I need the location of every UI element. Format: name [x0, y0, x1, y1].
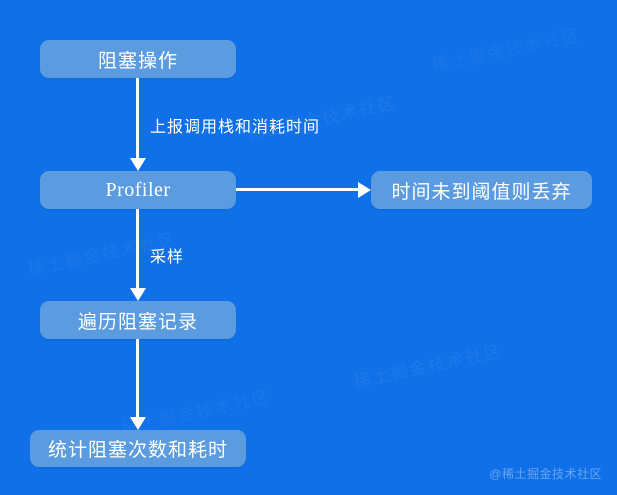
arrowhead-down-icon	[130, 417, 146, 430]
edge-line	[136, 339, 139, 419]
node-label: 遍历阻塞记录	[77, 311, 198, 333]
arrowhead-right-icon	[358, 181, 371, 198]
node-label: Profiler	[105, 178, 171, 201]
edge-traverse-records-to-stats	[130, 339, 153, 430]
arrowhead-down-icon	[130, 288, 146, 301]
edge-line	[136, 78, 139, 160]
corner-watermark: @稀土掘金技术社区	[489, 467, 602, 481]
edge-label-report-stack-and-time: 上报调用栈和消耗时间	[150, 119, 321, 136]
node-label: 阻塞操作	[97, 50, 178, 72]
edge-line	[236, 188, 360, 191]
background-watermark: 稀土掘金技术社区	[352, 341, 505, 392]
node-label: 时间未到阈值则丢弃	[391, 181, 572, 203]
node-discard-below-threshold[interactable]: 时间未到阈值则丢弃	[371, 171, 592, 209]
node-blocking-operation[interactable]: 阻塞操作	[40, 40, 236, 78]
edge-line	[136, 209, 139, 290]
edge-label-sampling: 采样	[150, 249, 185, 266]
arrowhead-down-icon	[130, 158, 146, 171]
background-watermark: 稀土掘金技术社区	[429, 20, 583, 76]
node-profiler[interactable]: Profiler	[40, 171, 236, 209]
node-traverse-blocking-records[interactable]: 遍历阻塞记录	[40, 301, 236, 339]
edge-profiler-to-discard	[236, 181, 371, 198]
node-label: 统计阻塞次数和耗时	[47, 440, 228, 461]
node-count-blocking-times-and-duration[interactable]: 统计阻塞次数和耗时	[30, 430, 246, 467]
